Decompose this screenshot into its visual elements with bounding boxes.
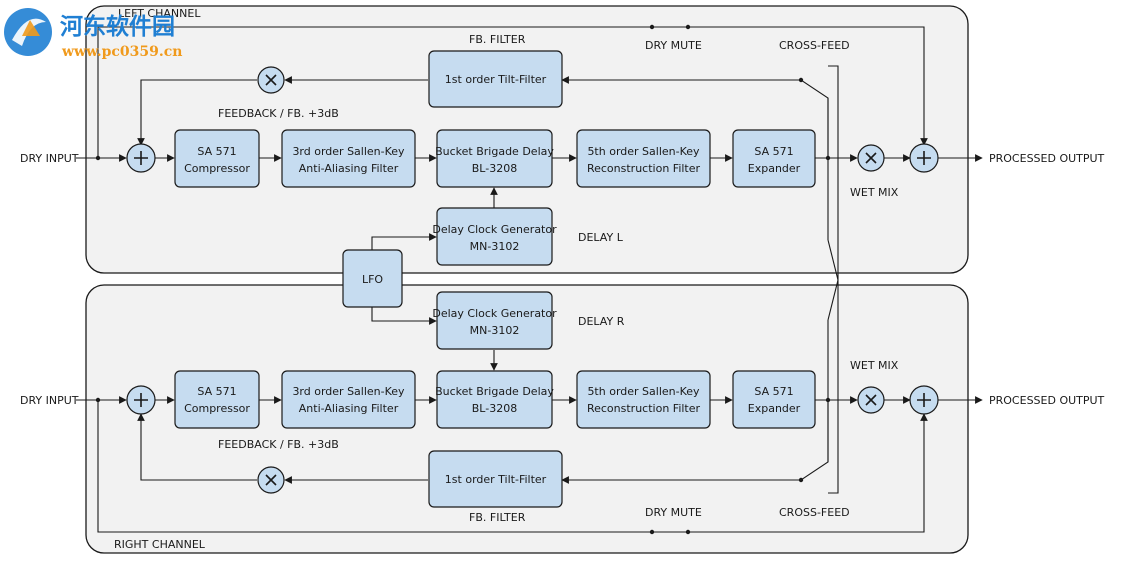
right-fb-filter-label: FB. FILTER <box>469 511 526 524</box>
watermark-logo: 河东软件园 www.pc0359.cn <box>4 8 182 60</box>
left-tilt-line1: 1st order Tilt-Filter <box>445 73 547 86</box>
right-bbd-line1: Bucket Brigade Delay <box>435 385 554 398</box>
left-antialias-line1: 3rd order Sallen-Key <box>292 145 405 158</box>
right-tilt-line1: 1st order Tilt-Filter <box>445 473 547 486</box>
left-antialias-block: 3rd order Sallen-Key Anti-Aliasing Filte… <box>281 129 416 188</box>
left-cross-feed-label: CROSS-FEED <box>779 39 850 52</box>
lfo-block: LFO <box>342 249 403 308</box>
right-dry-mute-label: DRY MUTE <box>645 506 702 519</box>
right-bbd-line2: BL-3208 <box>472 402 517 415</box>
right-expander-line1: SA 571 <box>754 385 793 398</box>
right-recon-line1: 5th order Sallen-Key <box>587 385 700 398</box>
watermark-url: www.pc0359.cn <box>61 44 182 60</box>
right-processed-output-label: PROCESSED OUTPUT <box>989 394 1105 407</box>
left-clock-line1: Delay Clock Generator <box>432 223 557 236</box>
right-clock-generator-block: Delay Clock Generator MN-3102 <box>432 291 557 350</box>
left-recon-line2: Reconstruction Filter <box>587 162 701 175</box>
left-expander-line1: SA 571 <box>754 145 793 158</box>
left-wet-mix-label: WET MIX <box>850 186 899 199</box>
left-antialias-line2: Anti-Aliasing Filter <box>299 162 399 175</box>
left-feedback-label: FEEDBACK / FB. +3dB <box>218 107 339 120</box>
left-bbd-line1: Bucket Brigade Delay <box>435 145 554 158</box>
right-tilt-filter-block: 1st order Tilt-Filter <box>428 450 563 508</box>
right-feedback-label: FEEDBACK / FB. +3dB <box>218 438 339 451</box>
left-feedback-multiply-node <box>257 66 285 94</box>
left-output-sum-node <box>909 143 939 173</box>
lfo-label: LFO <box>362 273 383 286</box>
cross-feed-wires <box>827 65 839 494</box>
left-expander-line2: Expander <box>748 162 801 175</box>
left-expander-block: SA 571 Expander <box>732 129 816 188</box>
right-cross-feed-label: CROSS-FEED <box>779 506 850 519</box>
left-compressor-line2: Compressor <box>184 162 250 175</box>
right-output-sum-node <box>909 385 939 415</box>
right-compressor-line1: SA 571 <box>197 385 236 398</box>
left-bbd-block: Bucket Brigade Delay BL-3208 <box>435 129 554 188</box>
left-dry-mute-label: DRY MUTE <box>645 39 702 52</box>
watermark-title: 河东软件园 <box>60 13 175 40</box>
right-bbd-block: Bucket Brigade Delay BL-3208 <box>435 370 554 429</box>
right-clock-line2: MN-3102 <box>470 324 520 337</box>
right-antialias-line2: Anti-Aliasing Filter <box>299 402 399 415</box>
left-bbd-line2: BL-3208 <box>472 162 517 175</box>
right-compressor-line2: Compressor <box>184 402 250 415</box>
left-tilt-filter-block: 1st order Tilt-Filter <box>428 50 563 108</box>
left-clock-generator-block: Delay Clock Generator MN-3102 <box>432 207 557 266</box>
right-channel-label: RIGHT CHANNEL <box>114 538 206 551</box>
right-antialias-block: 3rd order Sallen-Key Anti-Aliasing Filte… <box>281 370 416 429</box>
left-delay-label: DELAY L <box>578 231 624 244</box>
left-reconstruction-block: 5th order Sallen-Key Reconstruction Filt… <box>576 129 711 188</box>
right-dry-input-label: DRY INPUT <box>20 394 79 407</box>
left-channel-label: LEFT CHANNEL <box>118 7 201 20</box>
right-recon-line2: Reconstruction Filter <box>587 402 701 415</box>
right-expander-block: SA 571 Expander <box>732 370 816 429</box>
left-fb-filter-label: FB. FILTER <box>469 33 526 46</box>
right-expander-line2: Expander <box>748 402 801 415</box>
left-processed-output-label: PROCESSED OUTPUT <box>989 152 1105 165</box>
right-antialias-line1: 3rd order Sallen-Key <box>292 385 405 398</box>
right-feedback-multiply-node <box>257 466 285 494</box>
lfo-wires <box>371 233 437 325</box>
left-dry-input-label: DRY INPUT <box>20 152 79 165</box>
right-input-sum-node <box>126 385 156 415</box>
left-channel-wires <box>76 26 983 208</box>
left-wet-multiply-node <box>857 144 885 172</box>
left-compressor-block: SA 571 Compressor <box>174 129 260 188</box>
left-recon-line1: 5th order Sallen-Key <box>587 145 700 158</box>
right-wet-mix-label: WET MIX <box>850 359 899 372</box>
left-clock-line2: MN-3102 <box>470 240 520 253</box>
right-clock-line1: Delay Clock Generator <box>432 307 557 320</box>
right-wet-multiply-node <box>857 386 885 414</box>
right-delay-label: DELAY R <box>578 315 625 328</box>
left-compressor-line1: SA 571 <box>197 145 236 158</box>
left-input-sum-node <box>126 143 156 173</box>
right-compressor-block: SA 571 Compressor <box>174 370 260 429</box>
junction-dots <box>95 24 831 535</box>
right-reconstruction-block: 5th order Sallen-Key Reconstruction Filt… <box>576 370 711 429</box>
